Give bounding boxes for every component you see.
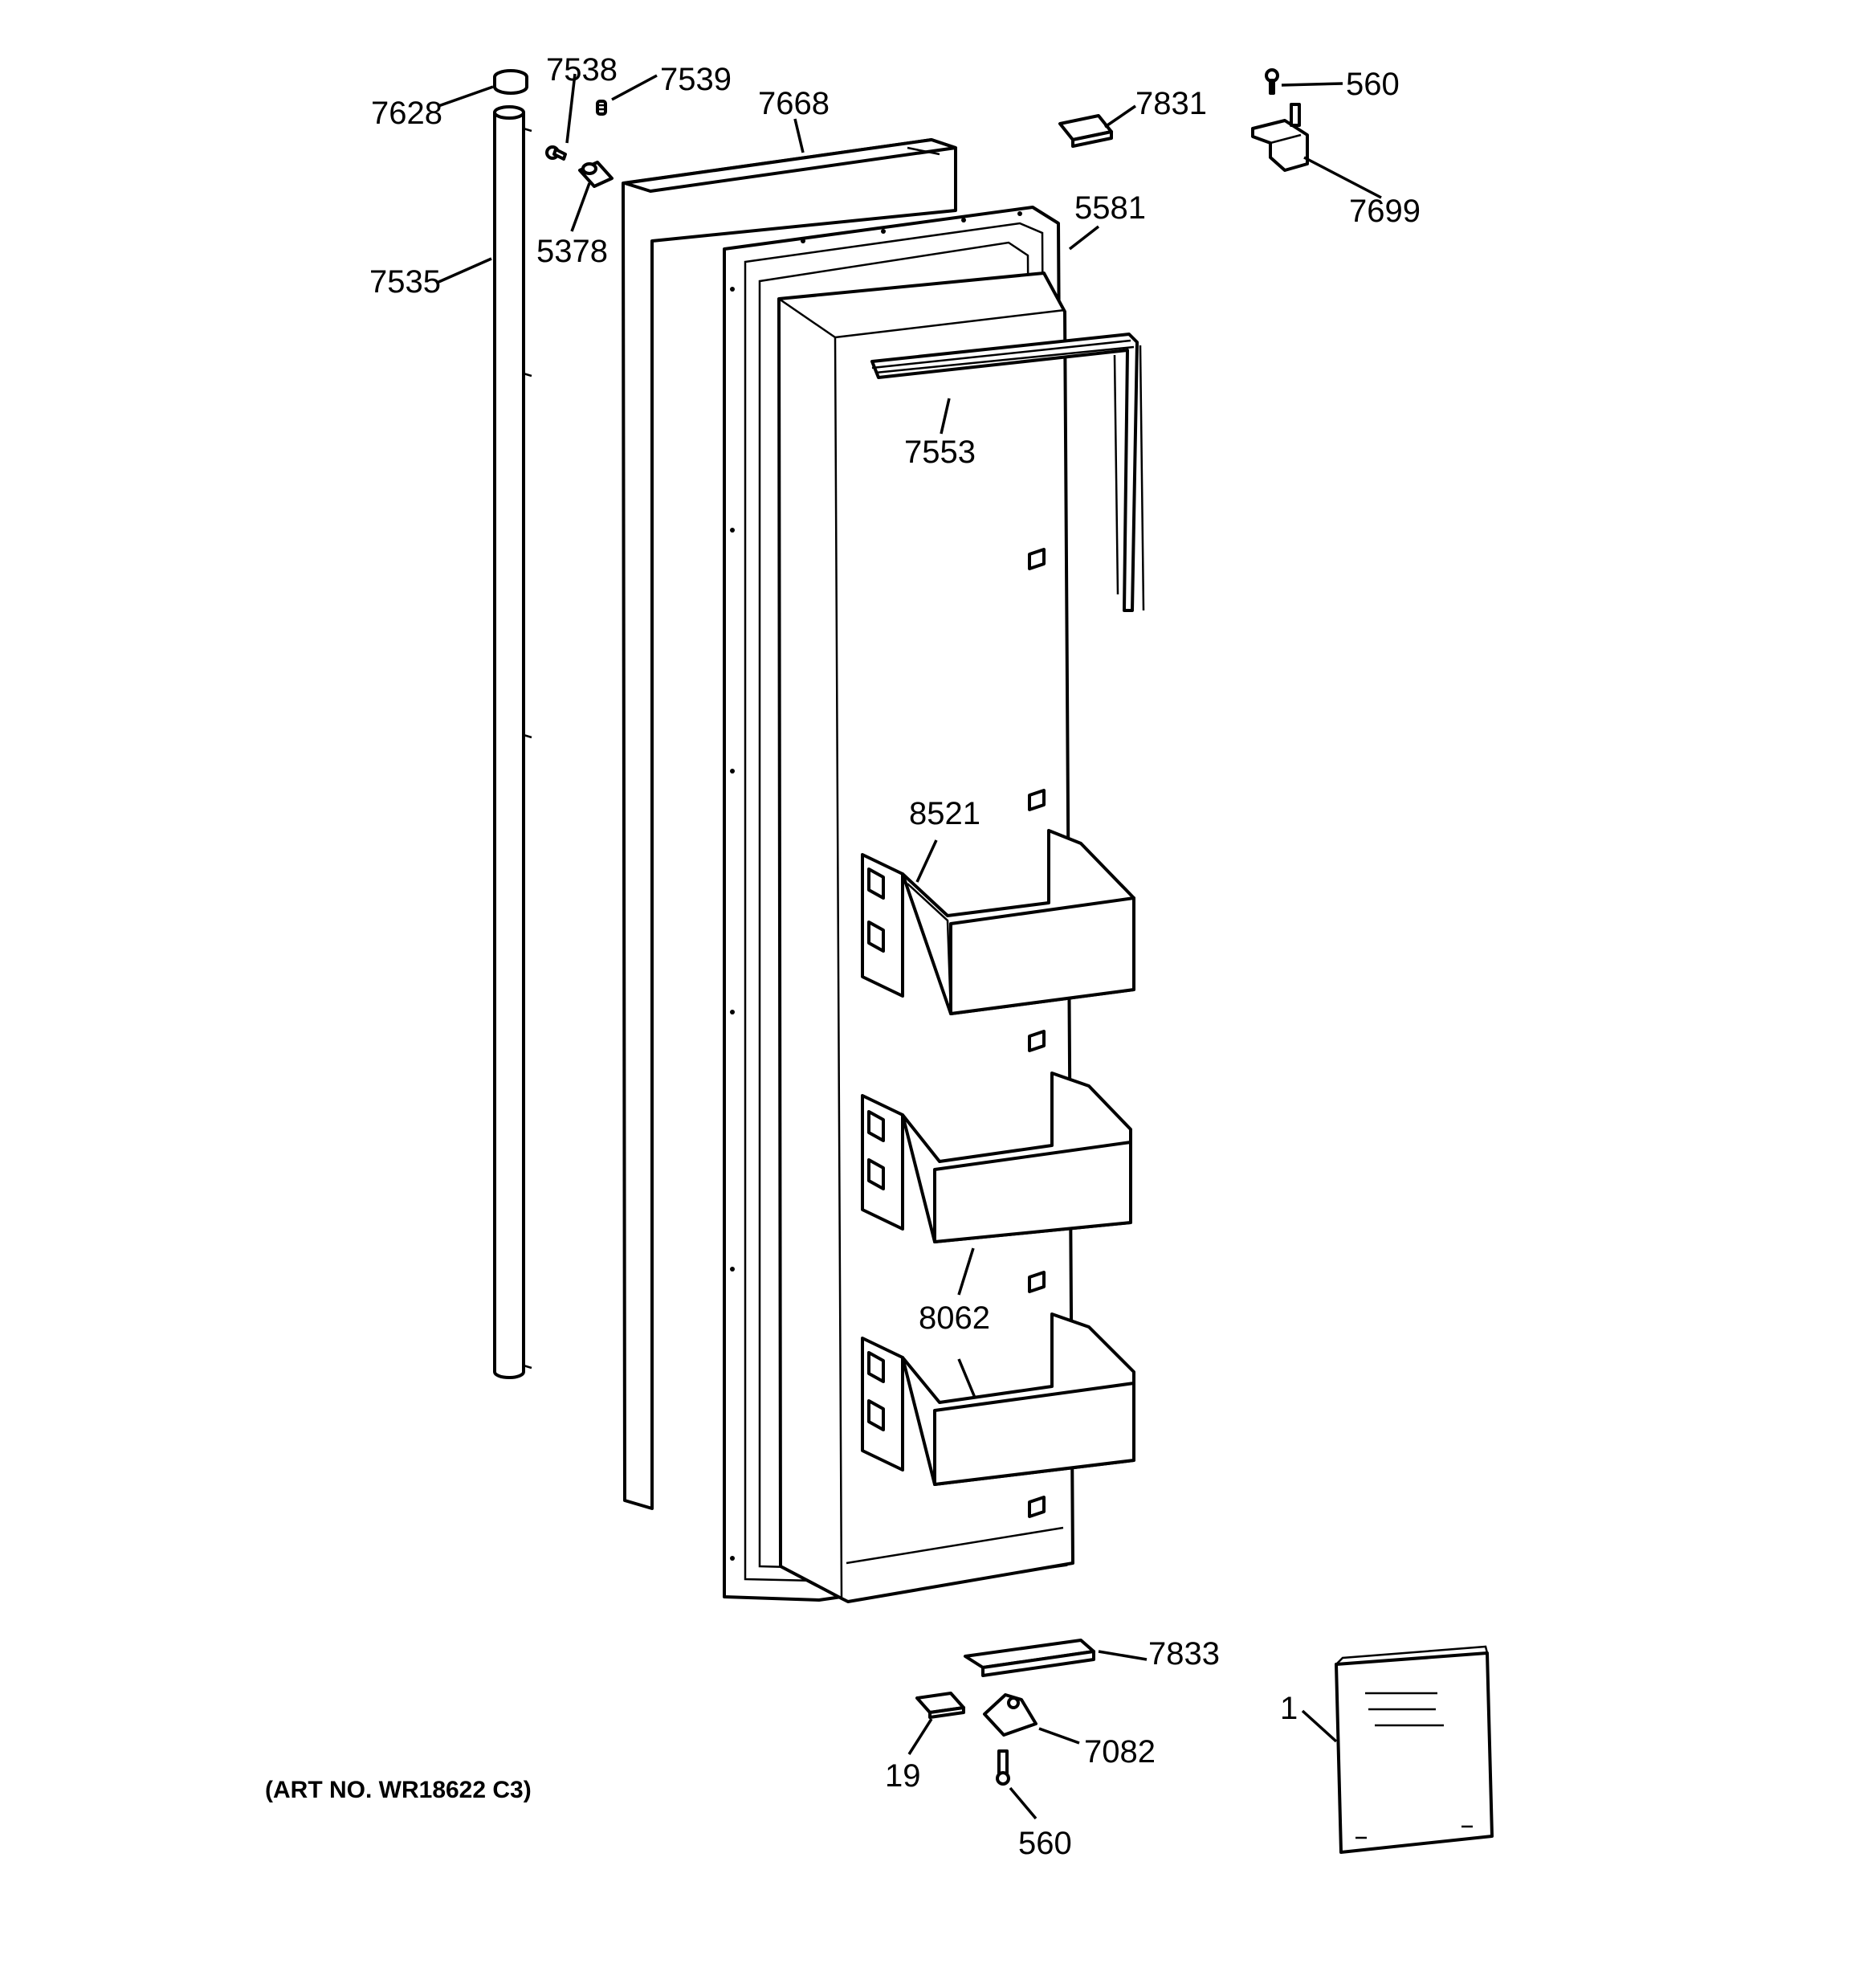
- top-hinge-part: [1251, 103, 1309, 172]
- callout-7535: 7535: [369, 264, 441, 300]
- callout-7539: 7539: [660, 62, 732, 97]
- bottom-cover-part: [964, 1639, 1095, 1677]
- callout-560-top: 560: [1346, 67, 1400, 102]
- bottom-screw-part: [996, 1749, 1010, 1786]
- tube-part: [493, 105, 532, 1379]
- art-number: (ART NO. WR18622 C3): [265, 1777, 532, 1803]
- bottom-hinge-part: [983, 1693, 1037, 1737]
- callout-7082: 7082: [1084, 1734, 1156, 1770]
- manual-part: [1335, 1645, 1494, 1854]
- callout-7668: 7668: [758, 86, 830, 121]
- callout-19: 19: [885, 1758, 921, 1794]
- top-hinge-cover-part: [1058, 114, 1113, 148]
- callout-5378: 5378: [536, 234, 608, 269]
- callout-7628: 7628: [371, 96, 442, 131]
- top-screw-part: [1265, 68, 1279, 95]
- gasket-part: [870, 333, 1145, 612]
- callout-8062: 8062: [919, 1300, 990, 1336]
- upper-bin-part: [861, 829, 1135, 1015]
- callout-5581: 5581: [1074, 190, 1146, 226]
- bushing-part: [578, 161, 614, 188]
- callout-7553: 7553: [904, 435, 976, 470]
- screw-part: [545, 145, 567, 161]
- callout-560-bottom: 560: [1018, 1826, 1072, 1861]
- callout-7538: 7538: [546, 52, 618, 88]
- door-panel-part: [622, 138, 957, 1510]
- shim-part: [915, 1692, 965, 1719]
- callout-8521: 8521: [909, 796, 980, 831]
- spring-part: [596, 100, 607, 116]
- callout-7833: 7833: [1148, 1636, 1220, 1672]
- callout-7699: 7699: [1349, 194, 1421, 229]
- cap-part: [493, 69, 528, 95]
- callout-7831: 7831: [1135, 86, 1207, 121]
- callout-labels: 7628 7538 7539 5378 7535 7668 7831 560 7…: [265, 52, 1421, 1861]
- lower-bin-part: [861, 1312, 1135, 1486]
- callout-1: 1: [1280, 1691, 1298, 1726]
- leader-lines: [436, 73, 1382, 1820]
- middle-bin-part: [861, 1072, 1132, 1243]
